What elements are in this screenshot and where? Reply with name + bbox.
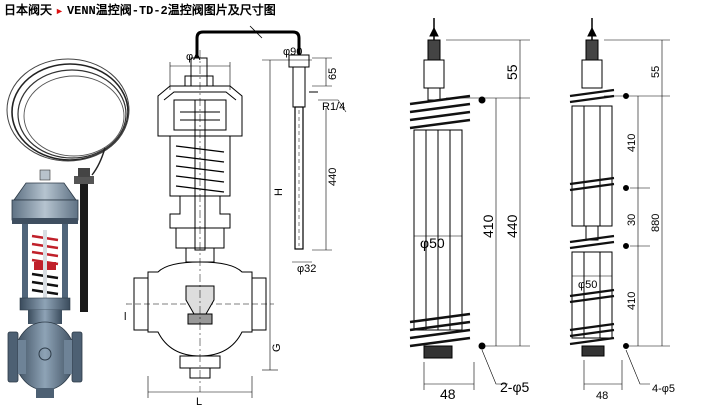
arrow-icon: ►	[55, 6, 64, 16]
dim3-880: 880	[650, 214, 662, 232]
brand-text: 日本阀天	[4, 3, 53, 17]
dim-L: L	[196, 396, 202, 407]
dim2-410: 410	[480, 214, 496, 238]
dim-phiA: φA	[186, 51, 201, 63]
dim-G: G	[271, 343, 283, 352]
dim3-55: 55	[650, 66, 662, 78]
model-text: VENN温控阀-TD-2温控阀图片及尺寸图	[66, 4, 276, 18]
sensor-double-dimensions	[572, 39, 670, 390]
dim-65: 65	[327, 68, 339, 80]
dim3-30: 30	[626, 214, 638, 226]
dim2-55: 55	[504, 64, 520, 80]
dim-phi90: φ90	[283, 46, 302, 58]
dim2-holes: 2-φ5	[500, 379, 530, 395]
valve-photo	[6, 58, 130, 398]
dim-phi32: φ32	[297, 263, 316, 275]
dim-H: H	[273, 188, 285, 196]
dim2-48: 48	[440, 386, 456, 402]
valve-section-dimensions	[147, 57, 347, 398]
dim3-410b: 410	[626, 292, 638, 310]
dim2-phi50: φ50	[420, 235, 445, 251]
valve-section-drawing	[126, 25, 318, 392]
dim-l: l	[124, 311, 126, 323]
dim3-holes: 4-φ5	[652, 383, 675, 395]
sensor-double-drawing	[569, 18, 629, 357]
dim2-440: 440	[504, 214, 520, 238]
page-title: 日本阀天►VENN温控阀-TD-2温控阀图片及尺寸图	[4, 2, 276, 18]
dim3-phi50: φ50	[578, 279, 597, 291]
dim3-48: 48	[596, 390, 608, 402]
sensor-single-dimensions	[414, 39, 530, 390]
dim-r14: R1/4	[322, 101, 345, 113]
dim-440: 440	[327, 168, 339, 186]
sensor-single-drawing	[409, 18, 486, 359]
dim3-410a: 410	[626, 134, 638, 152]
